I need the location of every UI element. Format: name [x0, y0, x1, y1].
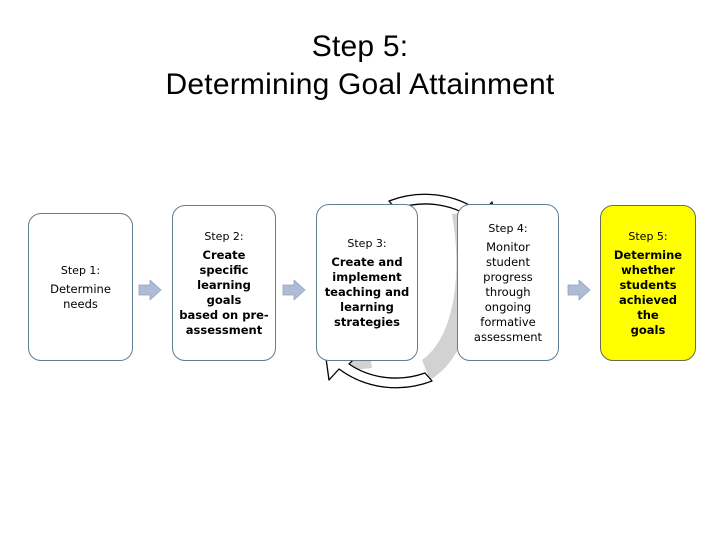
- step-box-2[interactable]: Step 2: Create specific learning goals b…: [172, 205, 276, 361]
- step-4-head: Step 4:: [488, 221, 528, 235]
- step-box-3[interactable]: Step 3: Create and implement teaching an…: [316, 204, 418, 361]
- step-4-body: Monitor student progress through ongoing…: [473, 239, 543, 344]
- process-flow-diagram: Step 1: Determine needs Step 2: Create s…: [0, 160, 720, 430]
- page-title: Step 5: Determining Goal Attainment: [0, 28, 720, 104]
- right-arrow-icon: [282, 279, 306, 301]
- step-box-1[interactable]: Step 1: Determine needs: [28, 213, 133, 361]
- step-1-body: Determine needs: [50, 281, 111, 311]
- step-box-5[interactable]: Step 5: Determine whether students achie…: [600, 205, 696, 361]
- step-2-body: Create specific learning goals based on …: [179, 247, 269, 337]
- step-1-head: Step 1:: [60, 263, 101, 277]
- step-5-body: Determine whether students achieved the …: [613, 247, 683, 337]
- step-3-body: Create and implement teaching and learni…: [324, 254, 410, 329]
- right-arrow-icon: [138, 279, 162, 301]
- step-5-head: Step 5:: [628, 229, 668, 243]
- step-2-head: Step 2:: [204, 229, 244, 243]
- step-box-4[interactable]: Step 4: Monitor student progress through…: [457, 204, 559, 361]
- step-3-head: Step 3:: [347, 236, 387, 250]
- connector-arrow-1-2: [137, 277, 163, 303]
- page-title-line-2: Determining Goal Attainment: [165, 68, 555, 101]
- connector-arrow-4-5: [566, 277, 592, 303]
- connector-arrow-2-3: [281, 277, 307, 303]
- right-arrow-icon: [567, 279, 591, 301]
- page-title-line-1: Step 5:: [311, 30, 409, 63]
